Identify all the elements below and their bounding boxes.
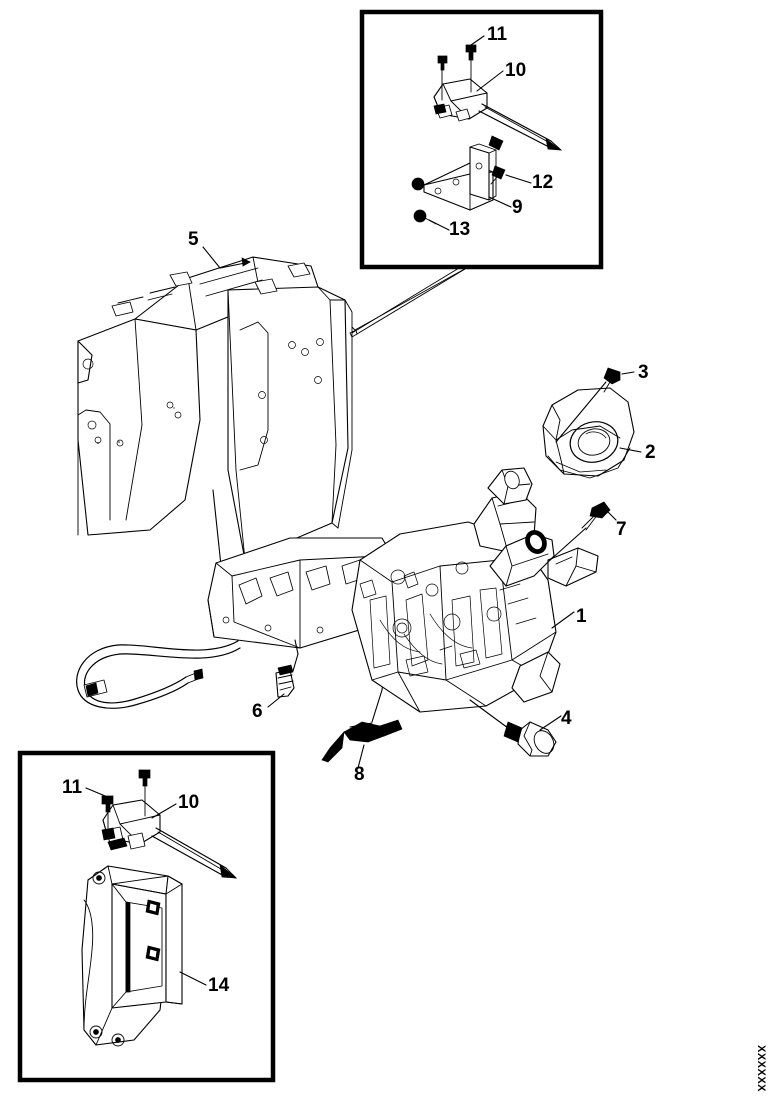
leader-callout-2 xyxy=(619,447,642,453)
inset-connector-lines xyxy=(349,265,471,338)
lower-inset-callout-leaders xyxy=(85,787,207,986)
lower-detail-box: 11 10 14 xyxy=(17,750,276,1083)
leader-callout-5 xyxy=(202,246,251,269)
inset-top-screw-12 xyxy=(490,165,506,185)
screw-3 xyxy=(555,367,635,443)
callout-8: 8 xyxy=(354,764,365,785)
main-bracket-weldment-5 xyxy=(77,256,353,561)
control-cable xyxy=(76,640,241,709)
callout-7: 7 xyxy=(616,519,627,540)
bolt-4 xyxy=(469,699,562,757)
callout-11-lower: 11 xyxy=(62,777,83,798)
upper-inset-callout-leaders xyxy=(428,35,532,231)
cover-boot-2 xyxy=(542,387,635,479)
switch-lever-8 xyxy=(321,659,403,769)
callout-10-upper: 10 xyxy=(505,60,526,81)
callout-2: 2 xyxy=(645,442,656,463)
callout-9-upper: 9 xyxy=(512,197,523,218)
inset-top-screw-11a xyxy=(465,44,477,93)
callout-10-lower: 10 xyxy=(178,792,199,813)
inset-bottom-screw-11a xyxy=(138,769,151,817)
inset-top-bracket-9 xyxy=(423,143,497,211)
cable-end-fitting-6 xyxy=(267,639,299,708)
bolt-7 xyxy=(547,501,617,563)
callout-13-upper: 13 xyxy=(449,219,470,240)
callout-4: 4 xyxy=(561,708,572,729)
callout-14-lower: 14 xyxy=(208,975,230,996)
inset-top-ball-stud xyxy=(411,177,425,191)
inset-top-screw-11b xyxy=(437,55,448,101)
callout-11-upper: 11 xyxy=(487,24,508,45)
callout-12-upper: 12 xyxy=(532,172,553,193)
upper-detail-box: 11 10 12 9 13 xyxy=(359,9,604,270)
shift-control-base-plate xyxy=(207,537,399,649)
callout-3: 3 xyxy=(638,362,649,383)
shift-control-assembly-1 xyxy=(351,467,599,713)
inset-top-switch-body xyxy=(433,78,563,151)
callout-6: 6 xyxy=(252,701,263,722)
inset-bottom-switch-body xyxy=(101,799,238,879)
leader-callout-1 xyxy=(551,611,575,629)
inset-bottom-bracket-14 xyxy=(81,865,183,1047)
leader-arrow-5 xyxy=(241,257,251,267)
watermark: XXXXXX xyxy=(755,1045,767,1092)
inset-top-screw-upper-bracket xyxy=(488,135,504,151)
watermark-text: XXXXXX xyxy=(755,1045,767,1092)
callout-5: 5 xyxy=(188,229,199,250)
inset-bottom-screw-11b xyxy=(101,795,114,829)
callout-1: 1 xyxy=(576,606,587,627)
